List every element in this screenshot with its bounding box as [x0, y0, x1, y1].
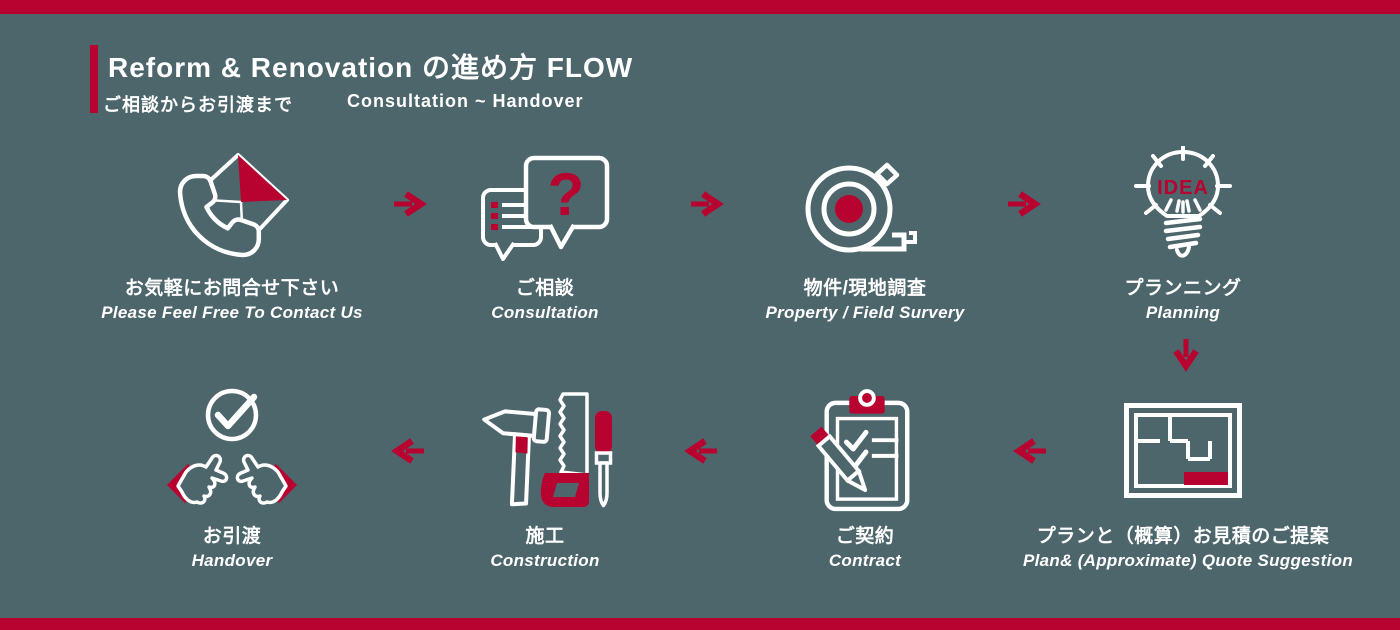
step-quote-label-en: Plan& (Approximate) Quote Suggestion [1023, 551, 1354, 570]
step-contract-label-jp: ご契約 [835, 526, 895, 547]
arrow-right-icon [1006, 191, 1042, 217]
step-contract-icon-box [705, 386, 1025, 514]
step-handover-icon-box [72, 386, 392, 514]
clipboard-pencil-icon [810, 389, 910, 512]
question-mark-glyph: ? [548, 161, 585, 228]
step-construction-icon-box [385, 386, 705, 514]
step-contact: お気軽にお問合せ下さい Please Feel Free To Contact … [72, 145, 392, 323]
step-survey-icon-box [705, 145, 1025, 270]
step-contact-label-jp: お気軽にお問合せ下さい [124, 278, 340, 299]
step-handover: お引渡 Handover [72, 386, 392, 571]
step-construction-label-en: Construction [490, 551, 600, 570]
subtitle-en: Consultation ~ Handover [347, 91, 584, 111]
step-survey-label-jp: 物件/現地調査 [803, 278, 927, 299]
tools-icon [482, 392, 613, 508]
step-quote-label-jp: プランと（概算）お見積のご提案 [1036, 526, 1330, 547]
phone-mail-icon [177, 152, 289, 257]
top-red-bar [0, 0, 1400, 14]
step-planning: IDEA プランニング Planning [1023, 145, 1343, 323]
step-planning-label-en: Planning [1145, 303, 1221, 322]
page-title: Reform & Renovation の進め方 FLOW [108, 52, 634, 83]
step-contract: ご契約 Contract [705, 386, 1025, 571]
step-quote-icon-box [1023, 386, 1343, 514]
title-accent-bar [90, 45, 98, 113]
chat-bubbles-icon: ? [481, 155, 610, 261]
arrow-down-icon [1173, 337, 1199, 373]
step-survey-label-en: Property / Field Survery [765, 303, 965, 322]
step-contract-label-en: Contract [828, 551, 902, 570]
arrow-left-icon [390, 438, 426, 464]
arrow-right-icon [392, 191, 428, 217]
measuring-tape-icon [805, 162, 917, 252]
arrow-right-icon [689, 191, 725, 217]
subtitle-jp: ご相談からお引渡まで [103, 95, 293, 115]
arrow-left-icon [1012, 438, 1048, 464]
step-handover-label-en: Handover [191, 551, 273, 570]
step-consultation-icon-box: ? [385, 145, 705, 270]
step-consultation-label-jp: ご相談 [515, 278, 575, 299]
step-quote: プランと（概算）お見積のご提案 Plan& (Approximate) Quot… [1023, 386, 1354, 571]
idea-glyph: IDEA [1157, 177, 1209, 199]
handshake-icon [165, 388, 299, 505]
step-consultation-label-en: Consultation [491, 303, 599, 322]
step-consultation: ? ご相談 Consultation [385, 145, 705, 323]
bottom-red-bar [0, 618, 1400, 630]
idea-bulb-icon: IDEA [1134, 145, 1232, 258]
step-contact-icon-box [72, 145, 392, 270]
floor-plan-icon [1124, 402, 1242, 498]
step-planning-icon-box: IDEA [1023, 145, 1343, 270]
step-handover-label-jp: お引渡 [202, 526, 262, 547]
step-planning-label-jp: プランニング [1124, 278, 1242, 299]
step-contact-label-en: Please Feel Free To Contact Us [101, 303, 363, 322]
step-survey: 物件/現地調査 Property / Field Survery [705, 145, 1025, 323]
step-construction: 施工 Construction [385, 386, 705, 571]
step-construction-label-jp: 施工 [525, 526, 565, 547]
arrow-left-icon [683, 438, 719, 464]
